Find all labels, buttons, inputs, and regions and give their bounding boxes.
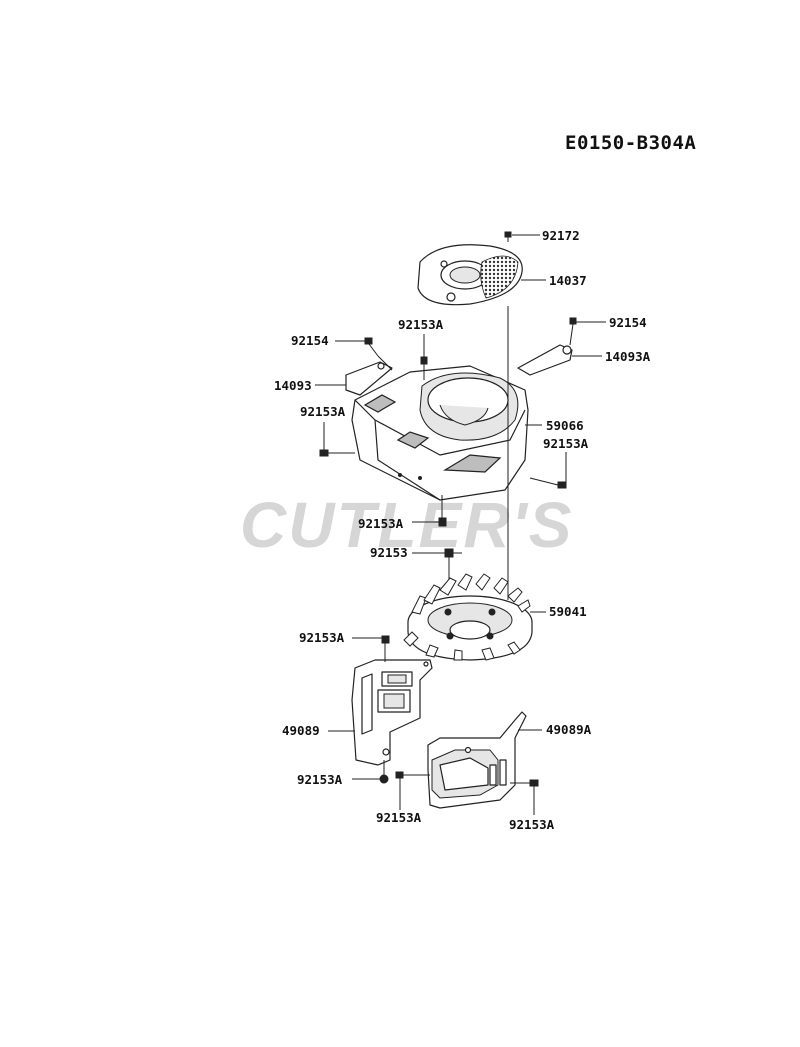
shroud-plate-49089 — [351, 659, 433, 766]
part-label-92153A-plate: 92153A — [299, 630, 345, 645]
part-label-92154-left: 92154 — [291, 333, 329, 348]
bolt-92153A-left — [319, 422, 355, 457]
part-label-92153A-center-bottom: 92153A — [376, 810, 422, 825]
part-label-14037: 14037 — [549, 273, 587, 288]
part-label-59041: 59041 — [549, 604, 587, 619]
cover-plate-14037 — [417, 244, 523, 306]
bolt-92153 — [412, 548, 462, 590]
shroud-cover-49089A — [427, 711, 527, 809]
bolt-92153A-top — [420, 334, 428, 380]
part-label-92153A-plate-bottom: 92153A — [297, 772, 343, 787]
part-label-92153A-right-bottom: 92153A — [509, 817, 555, 832]
bolt-92153A-right-bottom — [510, 779, 539, 815]
watermark: CUTLER'S — [240, 489, 574, 561]
bolt-92154-left — [335, 337, 379, 357]
part-label-49089: 49089 — [282, 723, 320, 738]
bolt-92153A-plate-top — [352, 635, 390, 662]
part-label-92153: 92153 — [370, 545, 408, 560]
part-label-49089A: 49089A — [546, 722, 592, 737]
bracket-14093A — [517, 344, 573, 376]
bracket-14093 — [345, 361, 393, 396]
screw-92172 — [504, 231, 540, 242]
part-label-92153A-bottom: 92153A — [358, 516, 404, 531]
blower-housing-59066 — [351, 365, 529, 501]
part-label-92172: 92172 — [542, 228, 580, 243]
part-label-14093A: 14093A — [605, 349, 651, 364]
part-label-92153A-left: 92153A — [300, 404, 346, 419]
bolt-92153A-right — [529, 452, 567, 489]
flywheel-59041 — [403, 573, 533, 661]
part-label-92153A-right: 92153A — [543, 436, 589, 451]
part-label-92154-right: 92154 — [609, 315, 647, 330]
bolt-92153A-bottom — [412, 495, 447, 527]
diagram-id: E0150-B304A — [565, 132, 697, 154]
part-label-92153A-top: 92153A — [398, 317, 444, 332]
bolt-92154-right — [569, 317, 606, 346]
bolt-92153A-center-bottom — [395, 771, 430, 810]
bolt-92153A-plate-bottom — [352, 760, 389, 784]
part-label-14093: 14093 — [274, 378, 312, 393]
part-label-59066: 59066 — [546, 418, 584, 433]
